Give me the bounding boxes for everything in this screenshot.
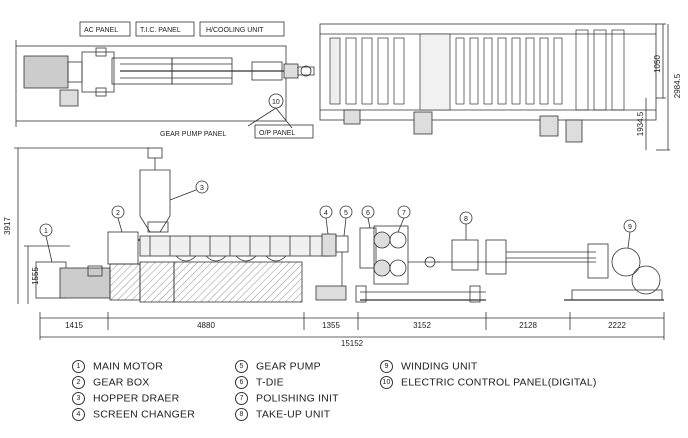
callout-10-number: 10 [272, 99, 280, 106]
op-panel-box [254, 124, 314, 139]
dim-3917: 3917 [3, 217, 12, 235]
dim-1555: 1555 [31, 267, 40, 285]
main-motor-side [59, 267, 111, 299]
callout-4-number: 4 [324, 210, 328, 217]
dim-1355: 1355 [322, 321, 340, 330]
dim-1415: 1415 [65, 321, 83, 330]
extruder-base-frame [15, 45, 287, 122]
dim-2984: 2984.5 [673, 73, 682, 98]
downstream-frame [319, 23, 657, 121]
callout-3-number: 3 [200, 185, 204, 192]
elevation-view [14, 147, 665, 340]
dim-3152: 3152 [413, 321, 431, 330]
op-panel-label: O/P PANEL [259, 130, 295, 137]
ac-panel-box [79, 21, 131, 37]
callout-6-number: 6 [366, 210, 370, 217]
callout-5-number: 5 [344, 210, 348, 217]
callout-7-number: 7 [402, 210, 406, 217]
callout-2-number: 2 [116, 210, 120, 217]
gear-pump-panel-label: GEAR PUMP PANEL [160, 131, 226, 138]
callout-8-number: 8 [464, 216, 468, 223]
callout-1-number: 1 [44, 228, 48, 235]
tic-panel-box [135, 21, 195, 37]
ac-panel-label: AC PANEL [84, 27, 118, 34]
h-cooling-label: H/COOLING UNIT [206, 27, 264, 34]
dim-1934: 1934.5 [636, 111, 645, 136]
callout-3-circle [195, 180, 209, 194]
dim-1050: 1050 [653, 55, 662, 73]
dim-4880: 4880 [197, 321, 215, 330]
dim-2222: 2222 [608, 321, 626, 330]
main-motor-plan [23, 55, 69, 89]
h-cooling-box [199, 21, 285, 37]
hopper [139, 169, 171, 233]
plan-view [15, 21, 670, 151]
callout-9-number: 9 [628, 224, 632, 231]
tic-panel-label: T.I.C. PANEL [140, 27, 181, 34]
dim-2128: 2128 [519, 321, 537, 330]
dim-total: 15152 [341, 339, 364, 348]
